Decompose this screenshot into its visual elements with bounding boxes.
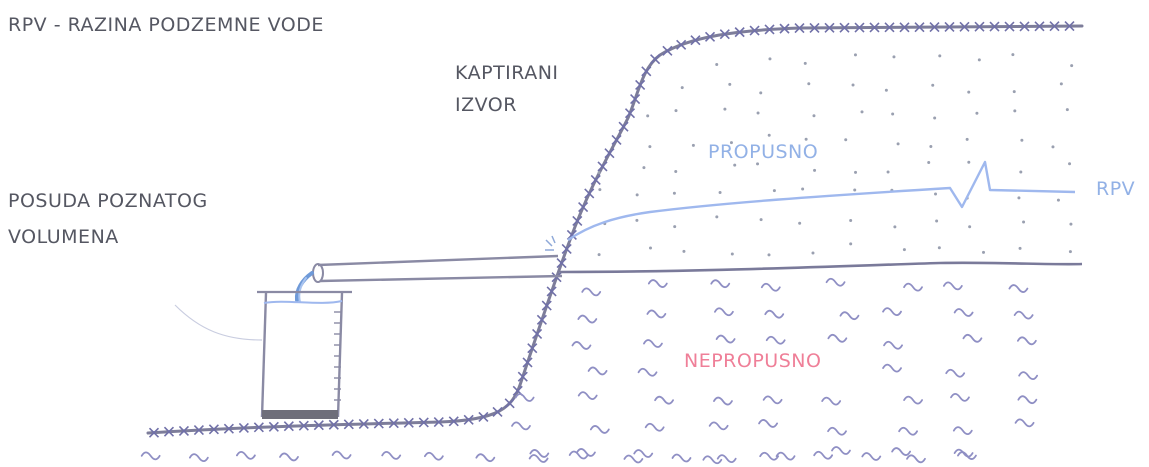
groundwater-level-line bbox=[567, 160, 1076, 241]
legend-title: RPV - RAZINA PODZEMNE VODE bbox=[8, 14, 324, 36]
groundwater-level-label: RPV bbox=[1096, 178, 1136, 200]
vessel-label-line2: VOLUMENA bbox=[8, 226, 119, 248]
impermeable-wave-marks bbox=[140, 277, 1039, 465]
spring-label-line2: IZVOR bbox=[455, 94, 517, 116]
impermeable-label: NEPROPUSNO bbox=[684, 350, 822, 372]
measuring-vessel bbox=[257, 290, 352, 419]
hill-outline bbox=[146, 24, 1084, 435]
vessel-label-line1: POSUDA POZNATOG bbox=[8, 190, 208, 212]
spring-pipe bbox=[312, 254, 563, 283]
permeable-label: PROPUSNO bbox=[708, 141, 819, 163]
spring-label-line1: KAPTIRANI bbox=[455, 62, 559, 84]
impermeable-boundary-line bbox=[559, 261, 1083, 274]
hill-hatch-marks bbox=[148, 21, 1075, 438]
vessel-label-pointer bbox=[174, 304, 263, 341]
spring-marker bbox=[545, 235, 556, 251]
permeable-dots bbox=[597, 53, 1074, 257]
water-stream bbox=[294, 271, 314, 303]
